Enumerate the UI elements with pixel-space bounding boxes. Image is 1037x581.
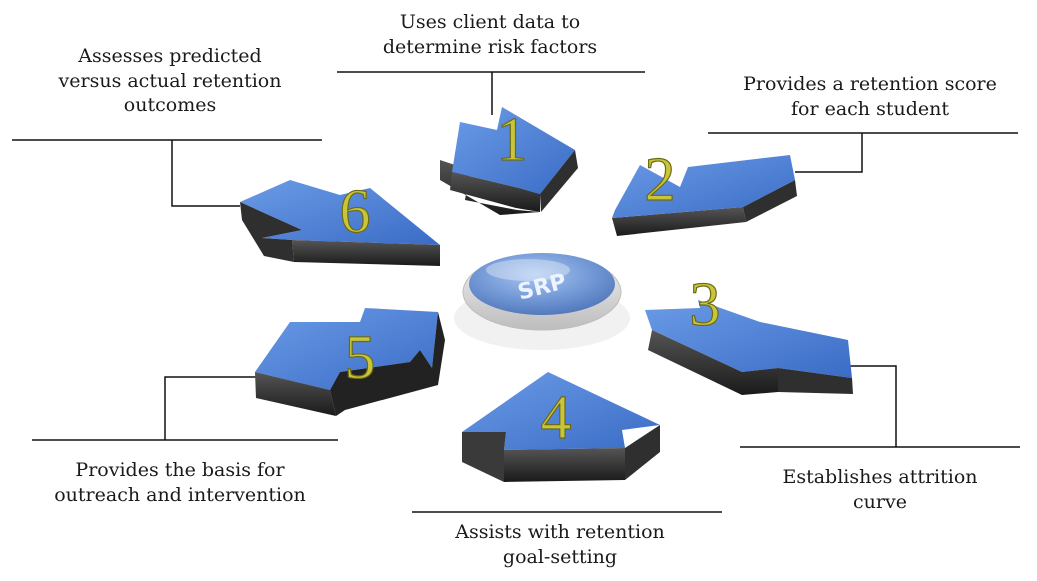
step-5-label: Provides the basis for outreach and inte…	[54, 459, 306, 506]
step-number-5: 5	[345, 324, 376, 392]
step-4-label: Assists with retention goal-setting	[455, 521, 665, 568]
arrow-1: 1	[440, 105, 578, 215]
leader-line-5-drop	[164, 376, 258, 440]
leader-line-6-drop	[171, 140, 240, 207]
step-number-1: 1	[497, 106, 528, 174]
step-number-4: 4	[541, 384, 572, 452]
arrow-5: 5	[255, 308, 445, 416]
leader-lines	[12, 71, 1020, 513]
arrow-6: 6	[240, 177, 440, 266]
srp-center-disc: SRP	[454, 253, 630, 350]
arrow-2: 2	[612, 145, 797, 236]
step-3-label: Establishes attrition curve	[782, 466, 978, 513]
step-1-label: Uses client data to determine risk facto…	[382, 11, 598, 58]
arrow-3: 3	[645, 270, 853, 395]
step-number-6: 6	[340, 178, 371, 246]
leader-line-2-drop	[795, 133, 863, 173]
step-number-2: 2	[645, 146, 676, 214]
step-2-label: Provides a retention score for each stud…	[743, 73, 997, 120]
step-6-label: Assesses predicted versus actual retenti…	[58, 45, 282, 117]
step-number-3: 3	[690, 271, 721, 339]
leader-line-3-drop	[848, 365, 897, 447]
arrow-4: 4	[462, 372, 660, 482]
